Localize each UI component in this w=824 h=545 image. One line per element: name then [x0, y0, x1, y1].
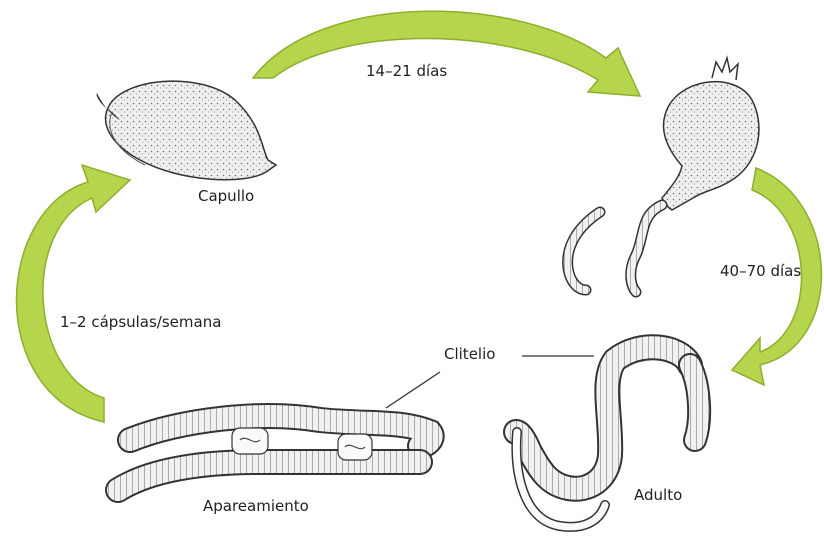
label-cocoon: Capullo — [198, 187, 254, 205]
arrow-left — [16, 165, 130, 422]
label-adult: Adulto — [634, 486, 682, 504]
label-clitellum: Clitelio — [444, 345, 495, 363]
mating-worms-drawing — [118, 416, 432, 490]
label-maturation-time: 40–70 días — [720, 262, 801, 280]
label-capsule-rate: 1–2 cápsulas/semana — [60, 313, 221, 331]
label-mating: Apareamiento — [203, 497, 309, 515]
clitellum-pointer-left — [386, 372, 440, 408]
arrow-top — [253, 11, 640, 96]
cocoon-drawing — [97, 81, 276, 180]
label-incubation-time: 14–21 días — [366, 62, 447, 80]
